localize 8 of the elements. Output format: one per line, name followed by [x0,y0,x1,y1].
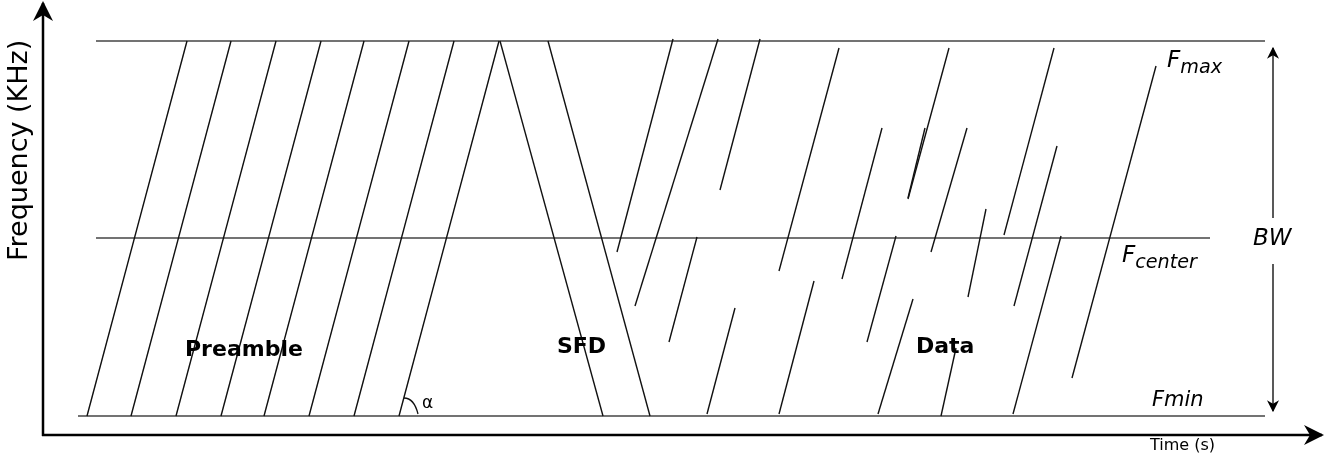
angle-label: α [422,394,434,411]
axis-title: Frequency (KHz) [4,40,31,262]
axis-title: Time (s) [1150,437,1216,453]
frequency-label: F$_{center}$ [1122,243,1197,271]
bandwidth-label: BW [1253,226,1292,249]
frequency-label: F$_{max}$ [1167,48,1222,76]
frequency-label: Fmin [1152,389,1204,410]
section-label: Data [916,335,975,357]
